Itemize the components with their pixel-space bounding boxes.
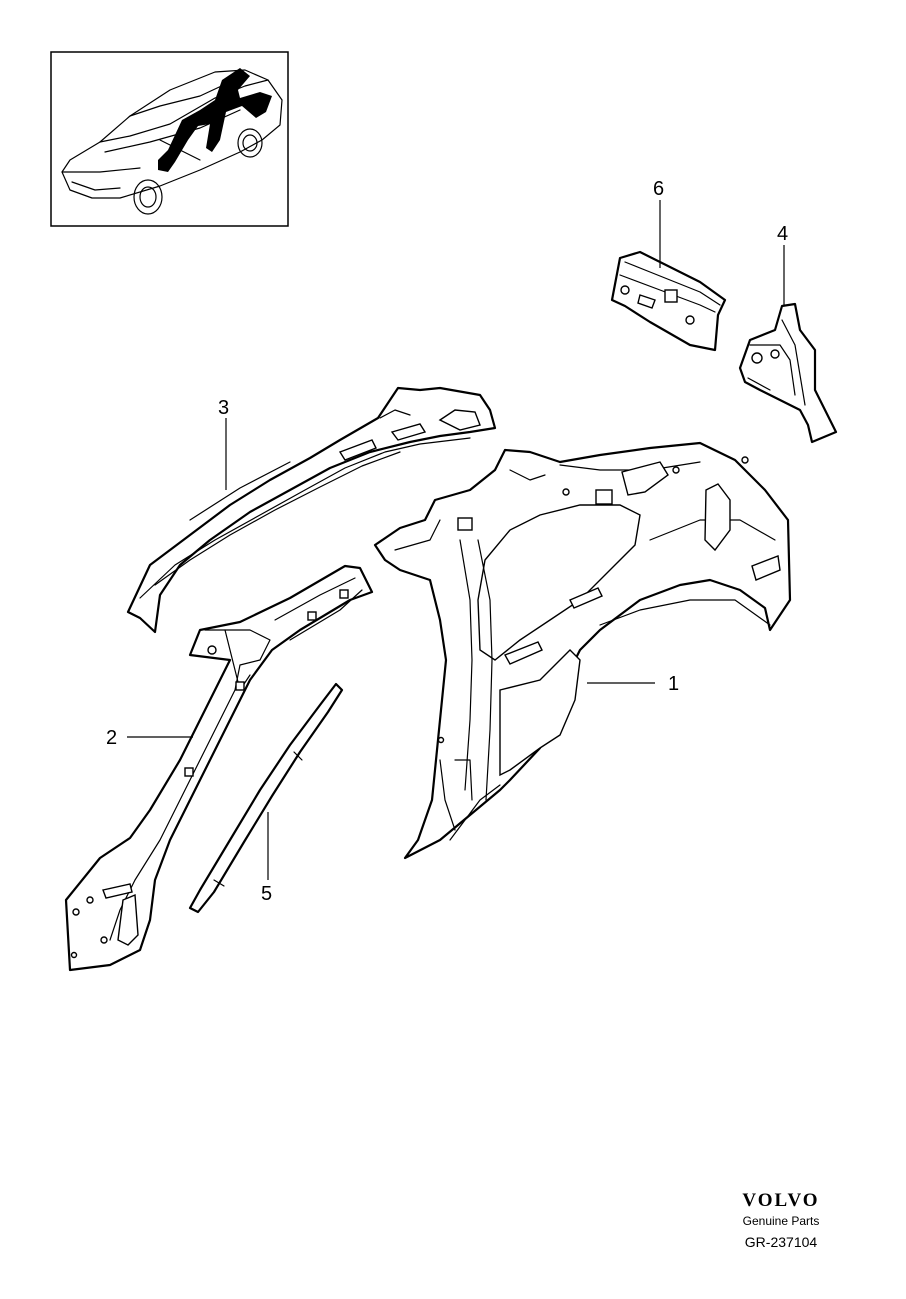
callout-6-label: 6 xyxy=(653,178,664,200)
callout-1-label: 1 xyxy=(668,673,679,695)
part-6-panel-bracket xyxy=(610,250,727,352)
brand-subtitle: Genuine Parts xyxy=(742,1214,820,1228)
part-3-roof-rail xyxy=(126,386,497,634)
part-2-pillar-reinforcement xyxy=(64,564,374,972)
callout-2-label: 2 xyxy=(106,727,117,749)
callout-leaders xyxy=(127,200,785,880)
volvo-logo: VOLVO xyxy=(742,1190,820,1211)
callout-3-label: 3 xyxy=(218,397,229,419)
part-1-quarter-panel-inner xyxy=(373,441,792,860)
diagram-code: GR-237104 xyxy=(744,1234,818,1250)
brand-block: VOLVO Genuine Parts GR-237104 xyxy=(716,1190,846,1250)
locator-inset xyxy=(50,51,289,227)
highlighted-region xyxy=(158,68,272,172)
callout-5-label: 5 xyxy=(261,883,272,905)
car-silhouette xyxy=(61,69,283,215)
part-4-bracket xyxy=(738,302,838,444)
callout-4-label: 4 xyxy=(777,223,788,245)
part-5-strip xyxy=(188,682,344,914)
